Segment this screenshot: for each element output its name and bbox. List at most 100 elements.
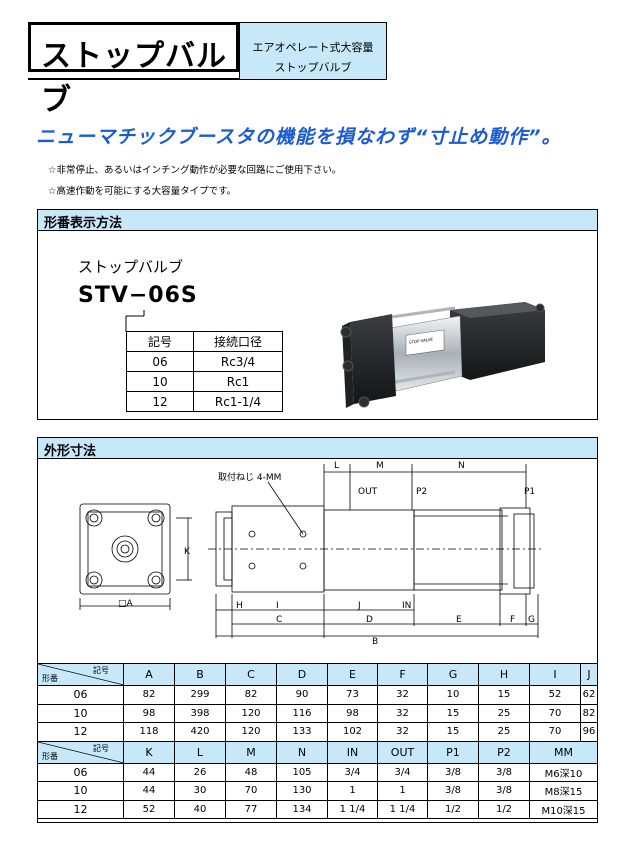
dim-J: J xyxy=(357,601,361,611)
table-cell: 44 xyxy=(123,762,175,782)
port-in: IN xyxy=(402,601,411,611)
table-cell: Rc1-1/4 xyxy=(193,391,283,412)
table-header: OUT xyxy=(377,740,428,764)
product-photo: STOP VALVE xyxy=(340,302,545,408)
table-cell: 25 xyxy=(478,703,530,723)
table-cell: 82 xyxy=(225,685,277,705)
table-cell: 130 xyxy=(276,781,328,801)
table-cell: 44 xyxy=(123,781,175,801)
table-cell: 40 xyxy=(174,799,226,819)
table-header: M xyxy=(225,740,277,764)
end-view-outline xyxy=(79,503,171,595)
table-cell: 1 xyxy=(327,781,378,801)
spec-corner-2: 記号 形番 xyxy=(37,740,124,764)
table-row: 12 52 40 77 134 1 1/4 1 1/4 1/2 1/2 M10深… xyxy=(37,799,598,819)
table-cell: 52 xyxy=(123,799,175,819)
corner-model: 形番 xyxy=(42,751,58,761)
port-out: OUT xyxy=(358,487,378,497)
dim-F: F xyxy=(510,615,515,625)
table-cell: 06 xyxy=(37,762,124,782)
table-cell: 1 1/4 xyxy=(327,799,378,819)
table-cell: 06 xyxy=(126,351,194,372)
table-cell: 10 xyxy=(427,685,479,705)
table-cell: 82 xyxy=(580,703,598,723)
table-cell: Rc3/4 xyxy=(193,351,283,372)
table-cell: 3/8 xyxy=(478,762,530,782)
table-header: I xyxy=(529,663,581,686)
dimension-section-header: 外形寸法 xyxy=(38,438,597,459)
subtitle-line-2: ストップバルブ xyxy=(274,61,352,74)
spec-table-header-1: 記号 形番 A B C D E F G H I J xyxy=(37,663,598,686)
table-header: H xyxy=(478,663,530,686)
note-1: ☆非常停止、あるいはインチング動作が必要な回路にご使用下さい。 xyxy=(48,165,342,176)
table-cell: 70 xyxy=(225,781,277,801)
table-cell: 102 xyxy=(327,722,378,742)
table-cell: 82 xyxy=(123,685,175,705)
table-cell: 96 xyxy=(580,722,598,742)
table-cell: 120 xyxy=(225,722,277,742)
table-cell: 299 xyxy=(174,685,226,705)
dim-L: L xyxy=(334,461,339,471)
table-cell: 98 xyxy=(123,703,175,723)
spec-table: 記号 形番 A B C D E F G H I J 06 82 299 82 9… xyxy=(37,663,598,819)
table-cell: 52 xyxy=(529,685,581,705)
table-row: 06 44 26 48 105 3/4 3/4 3/8 3/8 M6深10 xyxy=(37,762,598,782)
dim-C: C xyxy=(276,615,282,625)
corner-symbol: 記号 xyxy=(93,743,109,753)
table-cell: 26 xyxy=(174,762,226,782)
note-2: ☆高速作動を可能にする大容量タイプです。 xyxy=(48,186,237,197)
table-cell: M6深10 xyxy=(529,762,598,782)
table-cell: 134 xyxy=(276,799,328,819)
table-header: P1 xyxy=(427,740,479,764)
table-cell: 70 xyxy=(529,703,581,723)
table-header: A xyxy=(123,663,175,686)
table-cell: 15 xyxy=(478,685,530,705)
table-row: 12 Rc1-1/4 xyxy=(126,391,283,412)
dim-N: N xyxy=(458,461,465,471)
table-header: IN xyxy=(327,740,378,764)
table-row: 12 118 420 120 133 102 32 15 25 70 96 xyxy=(37,722,598,742)
dim-A: □A xyxy=(118,599,134,609)
model-section-header: 形番表示方法 xyxy=(38,210,597,231)
table-cell: 98 xyxy=(327,703,378,723)
model-code-table: 記号 接続口径 06 Rc3/4 10 Rc1 12 Rc1-1/4 xyxy=(126,331,283,412)
table-cell: 1/2 xyxy=(427,799,479,819)
table-cell: 32 xyxy=(377,703,428,723)
table-cell: 3/8 xyxy=(478,781,530,801)
dim-I: I xyxy=(276,601,279,611)
headline: ニューマチックブースタの機能を損なわず“寸止め動作”。 xyxy=(36,126,562,148)
dim-H: H xyxy=(236,601,243,611)
page-title: ストップバルブ xyxy=(41,39,227,118)
table-header: L xyxy=(174,740,226,764)
dimension-section-heading: 外形寸法 xyxy=(44,444,97,459)
table-cell: 32 xyxy=(377,685,428,705)
table-header: K xyxy=(123,740,175,764)
table-header: C xyxy=(225,663,277,686)
table-cell: 48 xyxy=(225,762,277,782)
table-row: 10 44 30 70 130 1 1 3/8 3/8 M8深15 xyxy=(37,781,598,801)
table-cell: 105 xyxy=(276,762,328,782)
model-code-connector xyxy=(125,310,145,332)
dim-M: M xyxy=(376,461,384,471)
dim-D: D xyxy=(366,615,373,625)
corner-symbol: 記号 xyxy=(93,666,109,675)
table-header: G xyxy=(427,663,479,686)
table-cell: 12 xyxy=(37,799,124,819)
table-cell: 77 xyxy=(225,799,277,819)
table-cell: 10 xyxy=(37,703,124,723)
product-label: STOP VALVE xyxy=(409,336,433,344)
table-header: D xyxy=(276,663,328,686)
table-cell: 118 xyxy=(123,722,175,742)
table-header: E xyxy=(327,663,378,686)
table-cell: 3/8 xyxy=(427,762,479,782)
table-cell: 73 xyxy=(327,685,378,705)
tap-label: 取付ねじ 4-MM xyxy=(218,472,281,483)
table-cell: 70 xyxy=(529,722,581,742)
table-header: F xyxy=(377,663,428,686)
product-name: ストップバルブ xyxy=(78,258,184,276)
table-cell: 120 xyxy=(225,703,277,723)
model-table-header-port: 接続口径 xyxy=(193,331,283,352)
table-cell: 3/8 xyxy=(427,781,479,801)
table-cell: 420 xyxy=(174,722,226,742)
model-section-heading: 形番表示方法 xyxy=(44,216,123,231)
